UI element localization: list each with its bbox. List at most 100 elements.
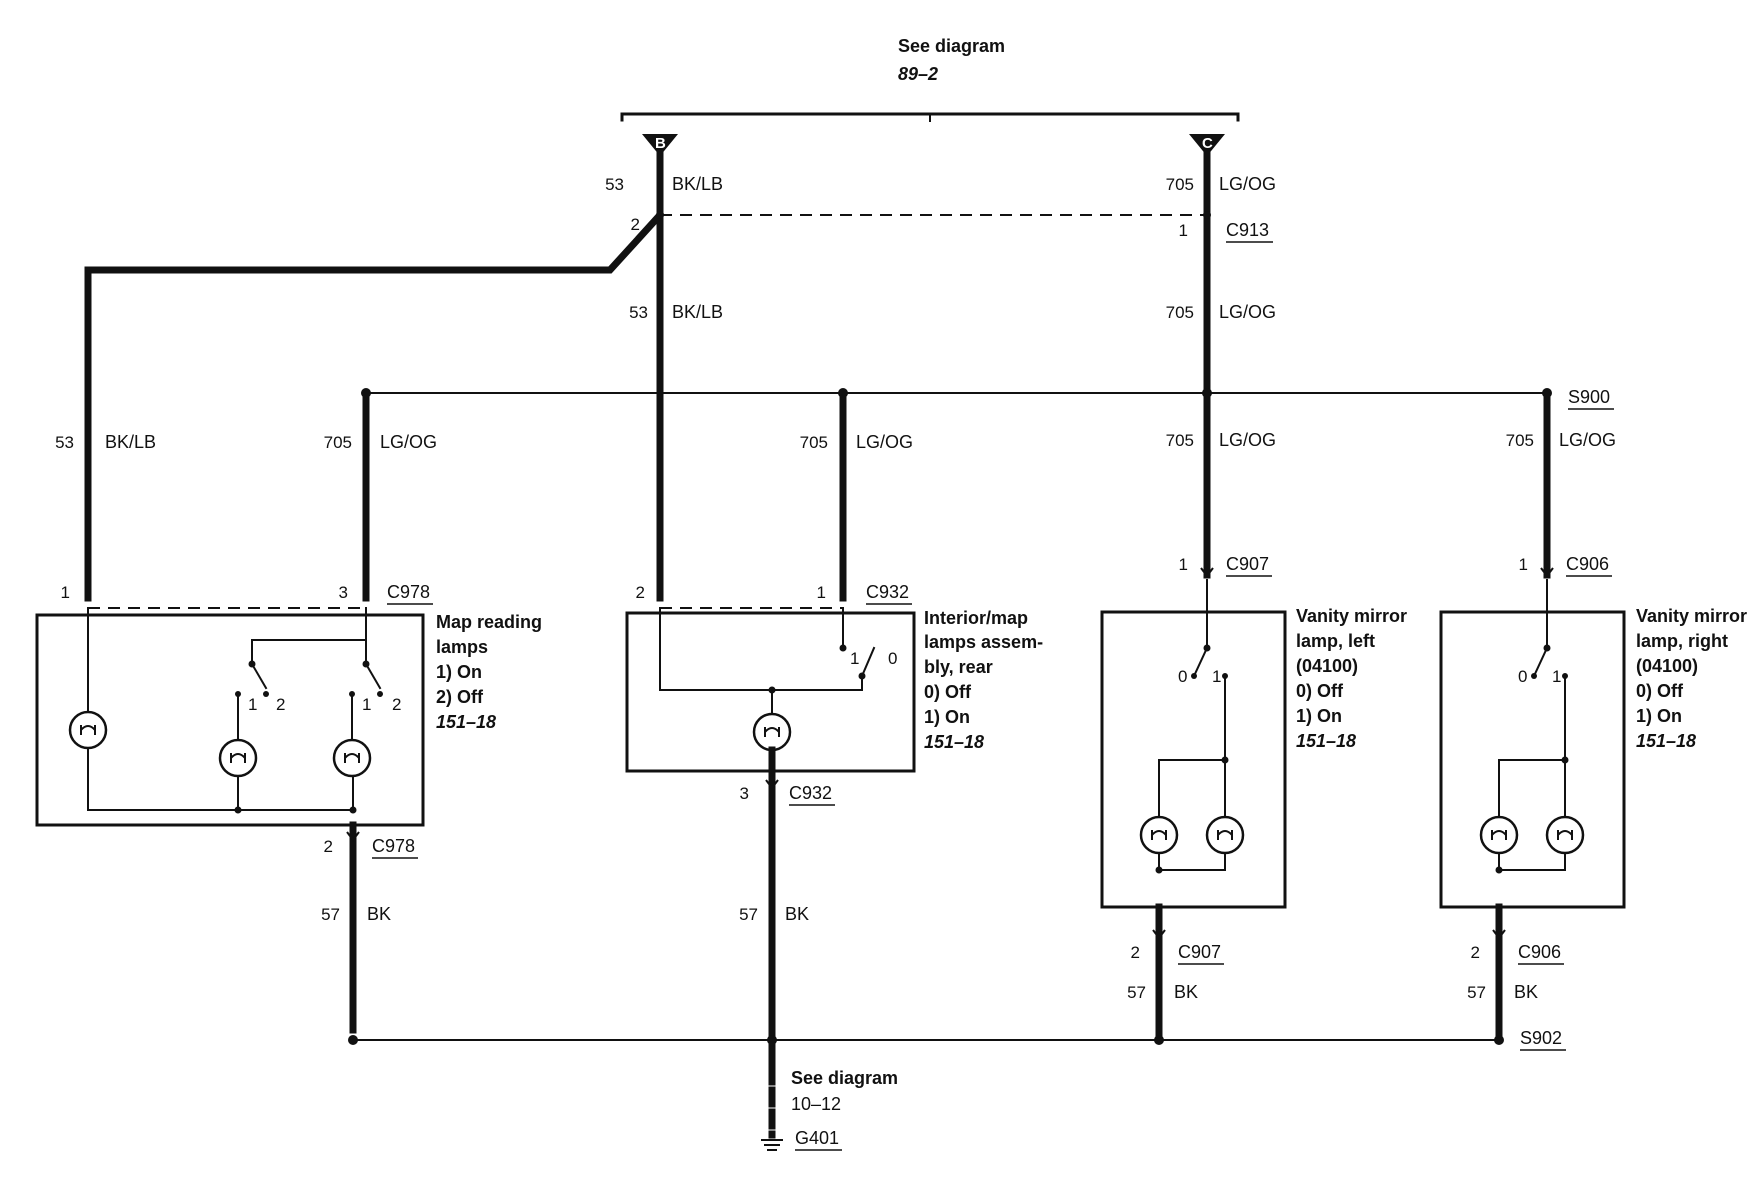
lamp-bulb-icon xyxy=(1545,815,1585,855)
junction-dot xyxy=(1155,866,1163,874)
switch-position-label: 0 xyxy=(1518,667,1527,686)
connector-c932-label: C932 xyxy=(866,582,909,602)
vanity-left-box xyxy=(1100,610,1287,909)
wire-color-label: BK/LB xyxy=(672,302,723,322)
component-title: lamps assem- xyxy=(924,632,1043,652)
switch-position-label: 1 xyxy=(362,695,371,714)
junction-dot xyxy=(768,686,776,694)
wire-color-label: LG/OG xyxy=(856,432,913,452)
connector-pin-label: 2 xyxy=(636,583,645,602)
splice-dot xyxy=(361,388,371,398)
tag-b-label: B xyxy=(655,135,666,152)
junction-dot xyxy=(1221,756,1229,764)
connector-arrow-icon xyxy=(346,831,360,842)
wire-53-bklb-to-map-lamps xyxy=(84,210,665,602)
wire-circuit-label: 705 xyxy=(1506,431,1534,450)
connector-c906-label: C906 xyxy=(1518,942,1561,962)
switch-contact xyxy=(1191,673,1197,679)
junction-dot xyxy=(349,806,357,814)
wire-color-label: BK xyxy=(1174,982,1198,1002)
component-ref: 151–18 xyxy=(1296,731,1356,751)
connector-pin-label: 1 xyxy=(61,583,70,602)
switch-position-label: 2 xyxy=(392,695,401,714)
component-ref: 151–18 xyxy=(924,732,984,752)
splice-dot xyxy=(656,211,664,219)
connector-c907-label: C907 xyxy=(1226,554,1269,574)
connector-arrow-icon xyxy=(1492,929,1506,940)
wire-circuit-label: 705 xyxy=(1166,431,1194,450)
ground-see-ref: 10–12 xyxy=(791,1094,841,1114)
connector-arrow-icon xyxy=(1540,567,1554,578)
lamp-bulb-icon xyxy=(332,738,372,778)
switch-option: 1) On xyxy=(924,707,970,727)
wire-color-label: LG/OG xyxy=(1219,174,1276,194)
component-title: Vanity mirror xyxy=(1636,606,1747,626)
internal-wire xyxy=(1498,675,1566,819)
switch-pivot xyxy=(248,660,256,668)
component-code: (04100) xyxy=(1636,656,1698,676)
internal-wire xyxy=(1158,675,1226,819)
lamp-bulb-icon xyxy=(218,738,258,778)
junction-dot xyxy=(1495,866,1503,874)
internal-wire xyxy=(659,607,863,691)
lamp-bulb-icon xyxy=(1139,815,1179,855)
switch-option: 1) On xyxy=(1296,706,1342,726)
wire-color-label: BK/LB xyxy=(105,432,156,452)
switch-contact xyxy=(1531,673,1537,679)
component-title: bly, rear xyxy=(924,657,993,677)
internal-feed-wire xyxy=(251,607,367,665)
wire-circuit-label: 57 xyxy=(321,905,340,924)
wire-circuit-label: 57 xyxy=(1467,983,1486,1002)
switch-option: 0) Off xyxy=(1636,681,1684,701)
wire-color-label: BK xyxy=(367,904,391,924)
switch-position-label: 1 xyxy=(1212,667,1221,686)
interior-map-lamps-assembly: 705 LG/OG 2 1 C932 1 0 Interior/map lamp… xyxy=(625,432,1043,1074)
connector-c907-label: C907 xyxy=(1178,942,1221,962)
wire-color-label: BK/LB xyxy=(672,174,723,194)
wire-color-label: LG/OG xyxy=(1559,430,1616,450)
wire-color-label: LG/OG xyxy=(1219,302,1276,322)
splice-pin-label: 2 xyxy=(631,215,640,234)
map-lamps-box xyxy=(35,613,425,827)
component-title: Map reading xyxy=(436,612,542,632)
vanity-mirror-lamp-left: 705 LG/OG 1 C907 0 1 Vanity mirror lamp,… xyxy=(1100,430,1407,1044)
component-title: lamps xyxy=(436,637,488,657)
splice-s900-label-group: S900 xyxy=(1568,387,1614,410)
switch-contact xyxy=(263,691,269,697)
lamp-bulb-icon xyxy=(752,712,792,752)
connector-pin-label: 1 xyxy=(1179,555,1188,574)
wire-circuit-label: 57 xyxy=(1127,983,1146,1002)
switch-position-label: 2 xyxy=(276,695,285,714)
switch-option: 2) Off xyxy=(436,687,484,707)
connector-c906-label: C906 xyxy=(1566,554,1609,574)
wire-color-label: BK xyxy=(785,904,809,924)
tag-c-label: C xyxy=(1202,135,1213,152)
switch-blade xyxy=(1532,646,1549,678)
splice-dot xyxy=(1154,1035,1164,1045)
switch-option: 1) On xyxy=(436,662,482,682)
wire-circuit-label: 53 xyxy=(629,303,648,322)
switch-option: 1) On xyxy=(1636,706,1682,726)
lamp-bulb-icon xyxy=(1205,815,1245,855)
wire-color-label: LG/OG xyxy=(380,432,437,452)
splice-s902-dot xyxy=(1494,1035,1504,1045)
switch-contact xyxy=(377,691,383,697)
switch-position-label: 1 xyxy=(248,695,257,714)
vanity-mirror-lamp-right: 705 LG/OG 1 C906 0 1 Vanity mirror lamp,… xyxy=(1439,430,1747,1044)
component-title: Interior/map xyxy=(924,608,1028,628)
internal-ground-wire xyxy=(87,607,354,811)
wire-color-label: LG/OG xyxy=(1219,430,1276,450)
wire-circuit-label: 705 xyxy=(800,433,828,452)
connector-tag-c: C xyxy=(1189,134,1225,156)
triangle-b-icon xyxy=(642,134,678,156)
map-reading-lamps: 53 BK/LB 705 LG/OG 1 3 C978 1 2 1 2 xyxy=(35,432,542,1034)
splice-s900-label: S900 xyxy=(1568,387,1610,407)
splice-s902-label-group: S902 xyxy=(1520,1028,1566,1051)
connector-c913-label: C913 xyxy=(1226,220,1269,240)
lamp-bulb-icon xyxy=(68,710,108,750)
connector-pin-label: 3 xyxy=(740,784,749,803)
top-left-labels: 53 BK/LB 2 53 BK/LB xyxy=(605,174,723,322)
component-ref: 151–18 xyxy=(1636,731,1696,751)
switch-option: 0) Off xyxy=(1296,681,1344,701)
switch-position-label: 0 xyxy=(888,649,897,668)
